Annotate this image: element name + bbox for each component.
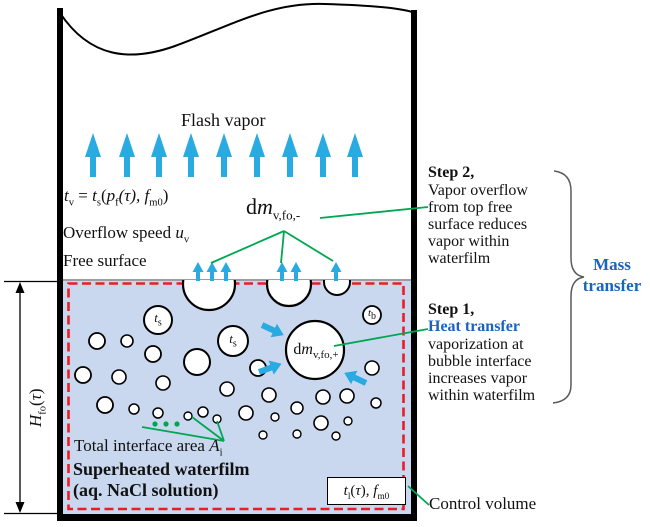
- up-arrow-icon: [290, 262, 302, 281]
- bubble-ts-label: ts: [154, 310, 162, 329]
- bubble-tb: [362, 305, 382, 325]
- step2-title: Step 2,: [428, 164, 475, 181]
- bubble: [183, 411, 193, 421]
- bubble: [339, 388, 355, 404]
- free-surface-label: Free surface: [63, 251, 147, 270]
- up-arrow-icon: [220, 262, 232, 281]
- total-interface-area-label: Total interface area Ai: [74, 436, 223, 459]
- bubble: [364, 360, 380, 376]
- bubble: [292, 429, 302, 439]
- bubble: [315, 389, 331, 405]
- step1-title: Step 1,: [428, 301, 475, 318]
- up-arrow-icon: [151, 133, 167, 177]
- height-dimension-label: Hfo(τ): [26, 388, 49, 428]
- bubble: [270, 412, 280, 422]
- bubble: [183, 348, 211, 376]
- bubble: [238, 405, 254, 421]
- up-arrow-icon: [216, 133, 232, 177]
- up-arrow-icon: [85, 133, 101, 177]
- bubble: [111, 369, 127, 385]
- step1-body: vaporization at bubble interface increas…: [428, 336, 536, 404]
- mass-transfer-brace: [552, 170, 585, 404]
- bubble-tb-label: tb: [367, 307, 377, 323]
- ellipsis-dots: [152, 421, 180, 427]
- liquid-state-box: tl(τ), fm0: [327, 477, 406, 505]
- vessel-right-wall: [411, 10, 417, 521]
- step2-body: Vapor overflow from top free surface red…: [428, 182, 528, 267]
- mass-transfer-label: Mass transfer: [582, 255, 642, 295]
- bubble: [197, 406, 209, 418]
- up-arrow-icon: [330, 262, 342, 281]
- bubble: [258, 430, 268, 440]
- up-arrow-icon: [347, 133, 363, 177]
- vapor-temperature-equation: tv = ts(pf(τ), fm0): [64, 186, 169, 209]
- dm-bubble-label: dmv,fo,+: [293, 341, 339, 362]
- bubble: [152, 407, 164, 419]
- up-arrow-icon: [183, 133, 199, 177]
- vessel-top-wave: [59, 2, 413, 56]
- bubble-ts: [143, 305, 173, 335]
- annotation-pointer-lines: [141, 206, 430, 506]
- height-dimension-arrow: [4, 280, 57, 515]
- up-arrow-icon: [282, 133, 298, 177]
- bubble: [88, 332, 106, 350]
- surface-overflow-arrows: [192, 262, 342, 281]
- bubble-ts-label: ts: [229, 331, 237, 350]
- bubble: [155, 375, 171, 391]
- surface-bubble: [265, 280, 313, 308]
- up-arrow-icon: [276, 262, 288, 281]
- bubble: [261, 387, 277, 403]
- up-arrow-icon: [206, 262, 218, 281]
- up-arrow-icon: [249, 133, 265, 177]
- bubble: [219, 381, 235, 397]
- dm-overflow-label: dmv,fo,-: [246, 194, 301, 223]
- bubble-ts: [217, 325, 249, 357]
- bubble: [128, 403, 140, 415]
- bubbles: [74, 280, 382, 441]
- vessel-left-wall: [57, 8, 63, 521]
- surface-bubble: [181, 280, 237, 312]
- bubble: [74, 366, 92, 384]
- up-arrow-icon: [119, 133, 135, 177]
- vessel-bottom: [57, 514, 417, 521]
- bubble: [144, 345, 162, 363]
- bubble: [370, 397, 382, 409]
- surface-bubble: [323, 280, 351, 296]
- superheated-waterfilm-label: Superheated waterfilm (aq. NaCl solution…: [73, 459, 250, 500]
- bubble: [331, 431, 341, 441]
- bubble-dm-plus: [284, 319, 346, 381]
- bubble: [120, 334, 134, 348]
- bubble: [96, 396, 114, 414]
- up-arrow-icon: [192, 262, 204, 281]
- overflow-speed-label: Overflow speed uv: [63, 223, 190, 246]
- bubble: [343, 416, 353, 426]
- bubble: [290, 401, 304, 415]
- flash-vapor-arrows: [85, 133, 363, 177]
- control-volume-label: Control volume: [429, 494, 537, 513]
- up-arrow-icon: [315, 133, 331, 177]
- flash-vapor-label: Flash vapor: [181, 110, 266, 130]
- bubble: [313, 415, 329, 431]
- step1-heat-transfer-label: Heat transfer: [428, 318, 520, 335]
